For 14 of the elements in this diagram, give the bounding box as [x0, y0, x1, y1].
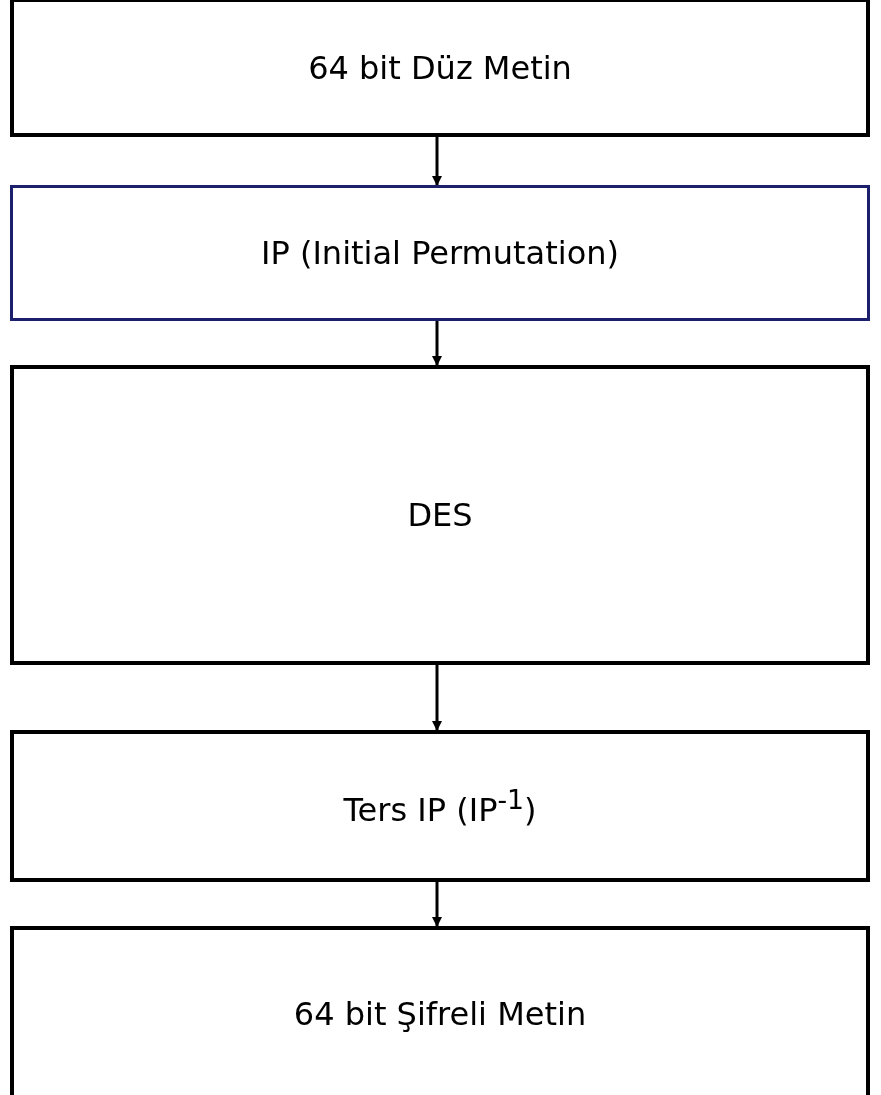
box-label: IP (Initial Permutation): [261, 234, 619, 272]
process-box: [10, 185, 870, 321]
box-label: 64 bit Düz Metin: [308, 48, 572, 87]
process-box: [10, 365, 870, 665]
arrow: [432, 882, 442, 927]
arrow: [432, 665, 442, 731]
box-label: Ters IP (IP$^{-1}$): [343, 783, 537, 829]
process-box: [10, 730, 870, 882]
process-box: [10, 0, 870, 137]
arrow: [432, 321, 442, 366]
process-box: [10, 926, 870, 1095]
box-label: DES: [407, 496, 473, 534]
box-label: 64 bit Şifreli Metin: [293, 994, 587, 1033]
arrow: [432, 137, 442, 186]
